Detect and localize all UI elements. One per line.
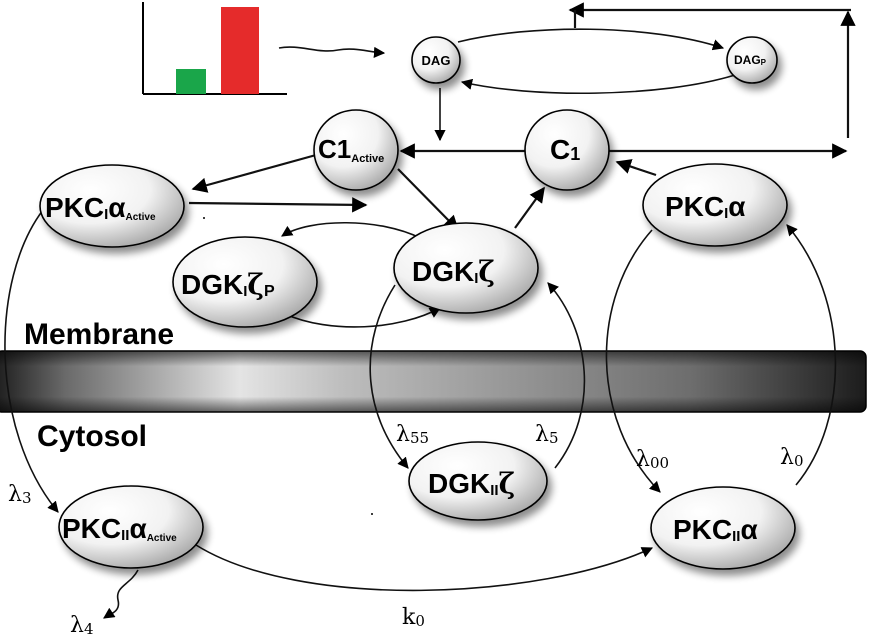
svg-text:PKCIα: PKCIα <box>665 191 746 222</box>
edge-dagp-to-dag <box>460 74 736 95</box>
edge-pkc1a-to-c1 <box>615 159 657 177</box>
svg-text:PKCIαActive: PKCIαActive <box>45 192 156 223</box>
node-dgk1-zeta: DGKIζ <box>393 222 539 314</box>
edge-pkc1a-to-pkc2a <box>605 229 661 493</box>
node-pkc2-alpha-active: PKCIIαActive <box>58 485 204 569</box>
rate-lambda00: λ00 <box>636 447 669 472</box>
inset-bar-chart <box>142 2 287 95</box>
node-pkc1-alpha-active: PKCIαActive <box>39 164 185 248</box>
membrane-label: Membrane <box>24 318 174 351</box>
edge-pkc2active-degrade <box>103 569 139 619</box>
edge-dgk1zp-to-dgk1z <box>284 307 441 328</box>
inset-bar-low <box>176 69 206 94</box>
svg-text:C1: C1 <box>550 134 580 165</box>
stray-dot <box>203 217 205 219</box>
edge-c1active-to-dgk1z <box>397 168 460 232</box>
edge-dgk2z-to-dgk1z <box>547 282 586 469</box>
edge-dgk1z-to-c1 <box>514 186 545 229</box>
node-dgk1-zeta-p: DGKIζP <box>172 236 318 328</box>
edge-dag-to-dagp <box>457 28 725 51</box>
node-c1-active: C1Active <box>313 109 399 191</box>
svg-text:DGKIIζ: DGKIIζ <box>428 467 515 500</box>
edge-c1active-to-pkc1active <box>191 153 317 193</box>
svg-text:DGKIζ: DGKIζ <box>412 255 495 288</box>
edges <box>4 2 856 619</box>
squiggle-arrow-to-dag <box>278 46 386 58</box>
edge-pkc1active-to-membrane <box>188 197 368 213</box>
svg-text:C1Active: C1Active <box>318 134 384 165</box>
rate-lambda55: λ55 <box>396 422 429 447</box>
svg-text:DGKIζP: DGKIζP <box>181 268 275 301</box>
rate-lambda0: λ0 <box>780 445 804 470</box>
svg-text:PKCIIαActive: PKCIIαActive <box>62 513 177 544</box>
node-dgk2-zeta: DGKIIζ <box>408 441 548 521</box>
node-dag: DAG <box>411 36 461 84</box>
rate-lambda4: λ4 <box>70 613 94 638</box>
edge-dgk1z-to-dgk2z <box>369 284 409 469</box>
edge-dgk1z-to-dgk1zp <box>281 221 421 239</box>
svg-text:PKCIIα: PKCIIα <box>673 514 758 545</box>
stray-dot <box>371 513 373 515</box>
edge-pkc1active-to-pkc2active <box>4 209 59 513</box>
rate-lambda5: λ5 <box>535 422 559 447</box>
node-pkc1-alpha: PKCIα <box>642 163 788 247</box>
node-dagp: DAGP <box>726 36 778 84</box>
rate-lambda3: λ3 <box>8 482 32 507</box>
cytosol-label: Cytosol <box>37 420 147 453</box>
svg-text:DAG: DAG <box>422 53 451 68</box>
inset-bar-high <box>221 7 259 94</box>
membrane-band <box>0 350 867 413</box>
rate-k0: k0 <box>402 605 425 630</box>
node-c1: C1 <box>524 109 610 191</box>
svg-text:DAGP: DAGP <box>734 53 767 67</box>
node-pkc2-alpha: PKCIIα <box>650 486 796 570</box>
edge-pkc2a-to-pkc1a <box>786 224 837 486</box>
edge-pkc2active-to-pkc2a <box>195 544 654 592</box>
